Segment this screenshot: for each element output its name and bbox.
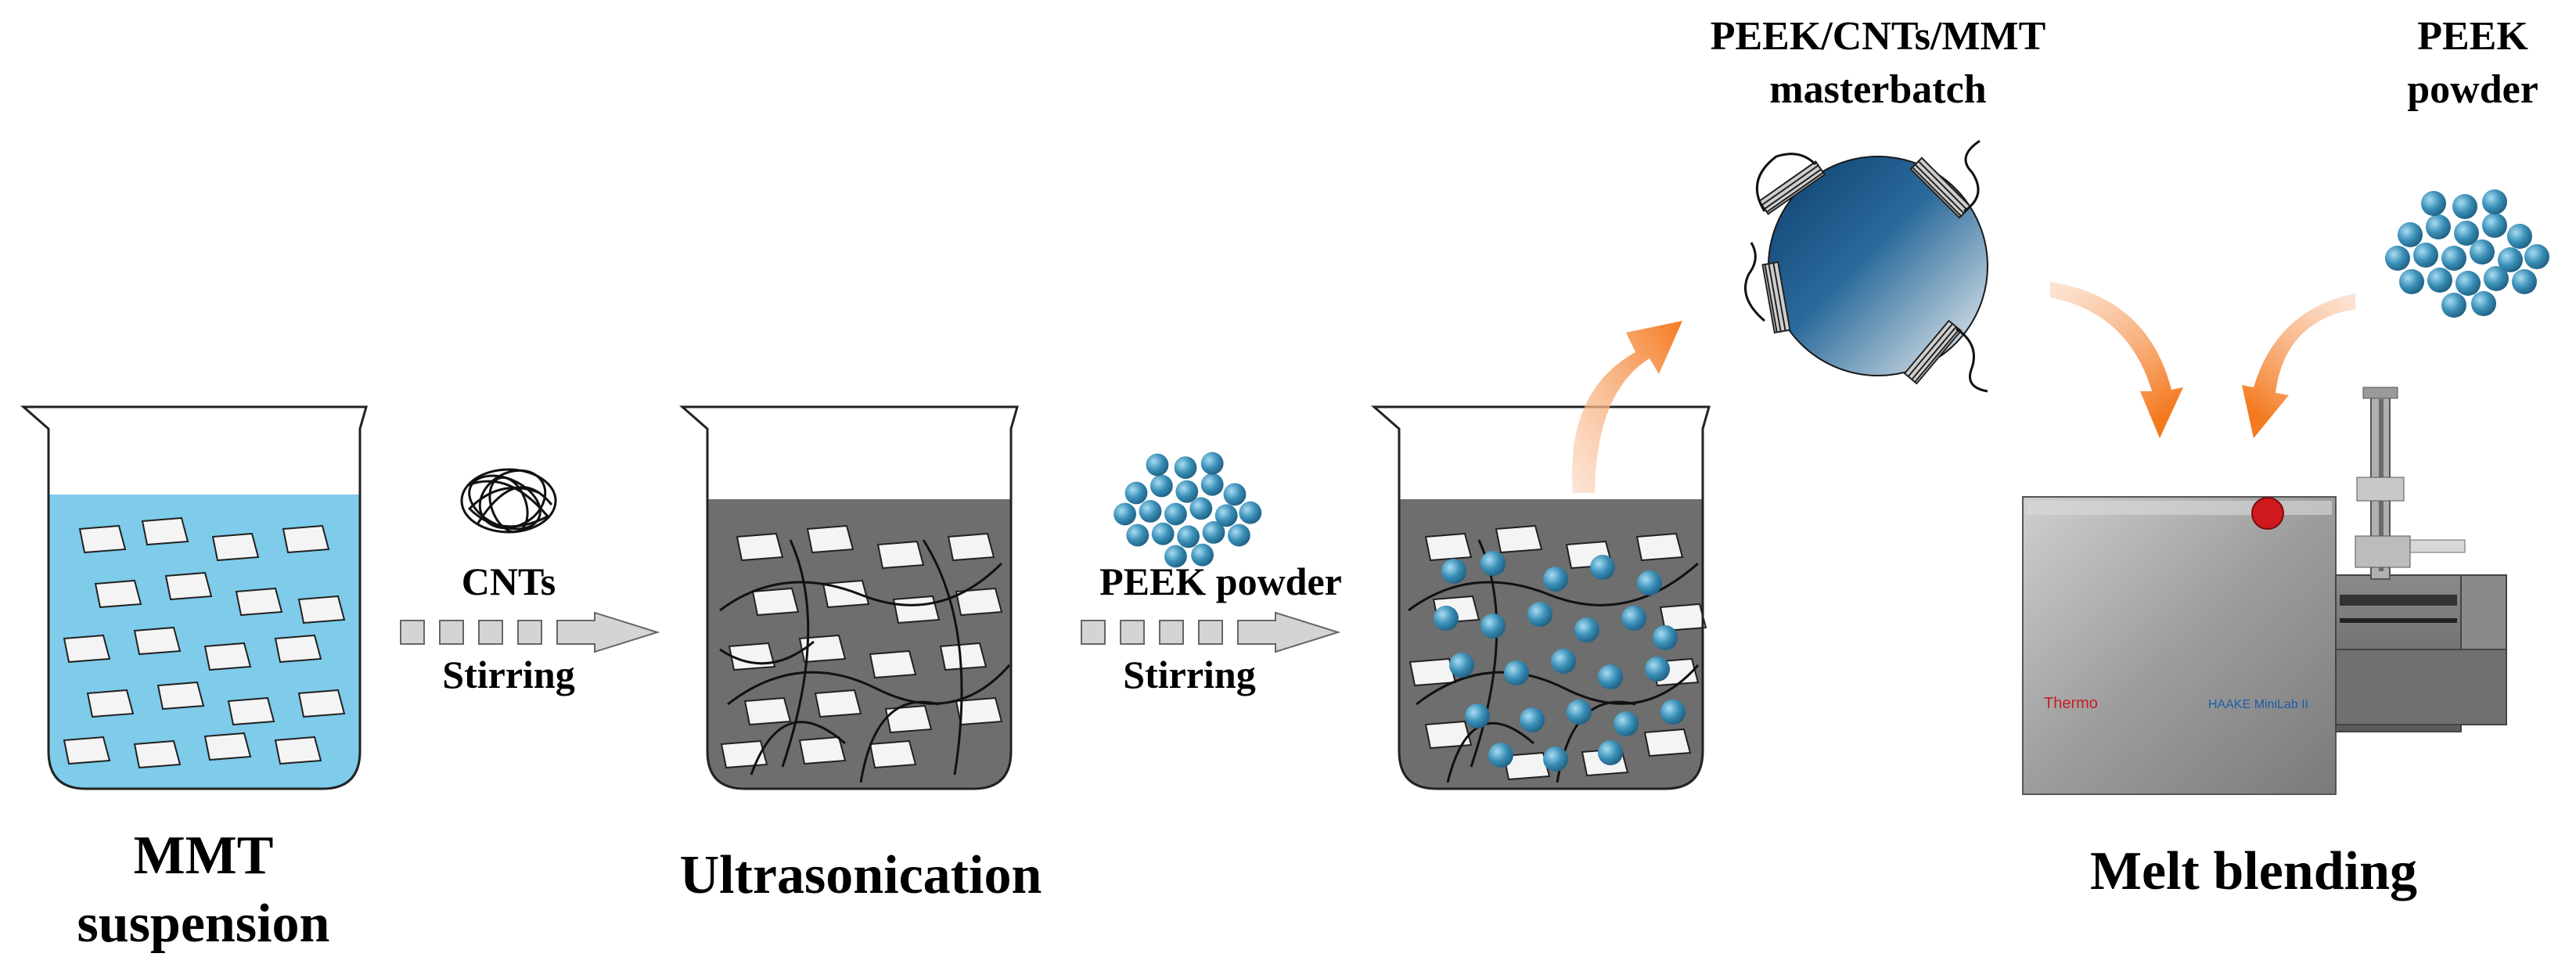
step1-title-line2: suspension [77, 894, 330, 954]
machine-brand: Thermo [2044, 695, 2098, 712]
beaker-outline [20, 405, 368, 790]
machine-model: HAAKE MiniLab II [2208, 698, 2308, 711]
arrow2-action: Stirring [1123, 653, 1256, 696]
peek-particles-icon-arrow [1114, 452, 1261, 568]
cnt-tangle-icon [460, 468, 557, 534]
beaker-outline [679, 405, 1019, 790]
peek-particles-icon [2385, 189, 2549, 318]
peek-powder-label-line2: powder [2407, 67, 2538, 112]
dashed-process-arrow-1 [400, 611, 660, 653]
orange-curved-arrow-icon-right [2242, 293, 2355, 438]
cnt-fibers [719, 539, 1011, 783]
arrow2-additive: PEEK powder [1099, 559, 1342, 603]
beaker-peek-mixture [1371, 405, 1711, 790]
masterbatch-particle [1744, 139, 1988, 393]
emergency-stop-button [2251, 497, 2284, 530]
arrow1-action: Stirring [442, 653, 575, 696]
mmt-stacks [1758, 157, 1972, 385]
step2-title: Ultrasonication [679, 845, 1042, 905]
step4-title: Melt blending [2089, 841, 2418, 901]
orange-curved-arrow-icon-up [1572, 321, 1682, 493]
melt-blending-machine: Thermo HAAKE MiniLab II [2022, 387, 2507, 795]
dashed-process-arrow-2 [1081, 611, 1341, 653]
beaker-outline [1371, 405, 1711, 790]
masterbatch-label-line2: masterbatch [1769, 67, 1987, 112]
arrow1-additive: CNTs [461, 559, 556, 603]
water [49, 495, 360, 789]
cnt-tails [1744, 139, 1988, 393]
peek-powder-label-line1: PEEK [2417, 14, 2528, 59]
step1-title-line1: MMT [133, 826, 274, 886]
beaker-mmt-suspension [20, 405, 368, 790]
beaker-ultrasonication [679, 405, 1019, 790]
orange-curved-arrow-icon-left [2050, 282, 2183, 438]
masterbatch-label-line1: PEEK/CNTs/MMT [1710, 14, 2046, 59]
